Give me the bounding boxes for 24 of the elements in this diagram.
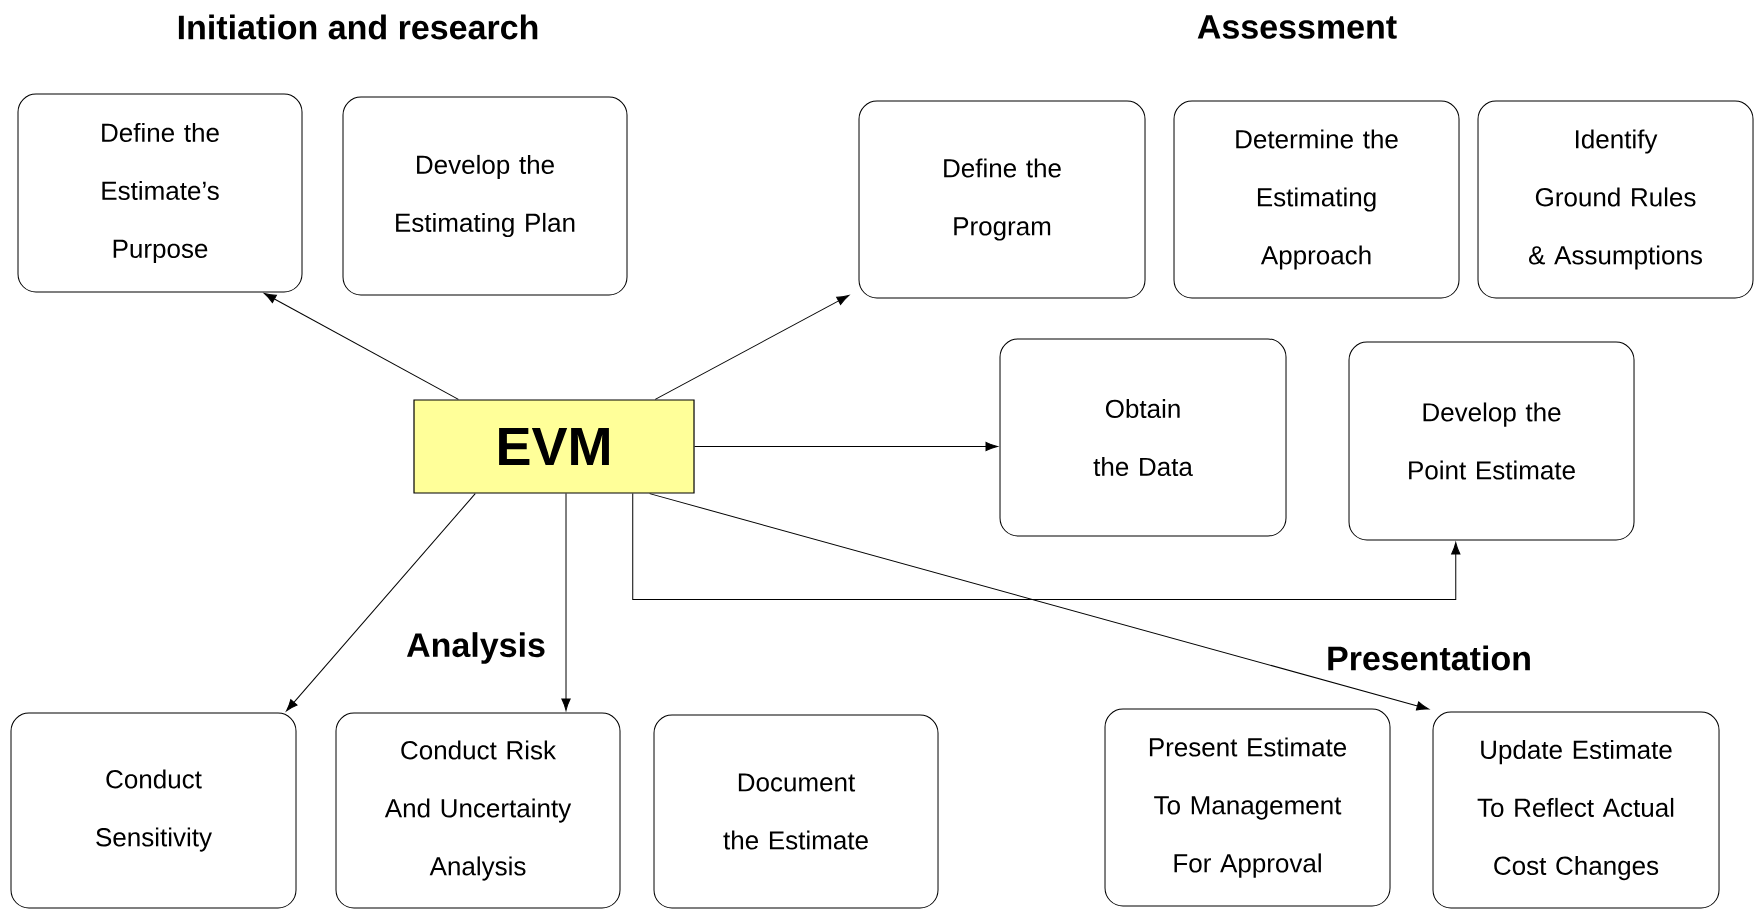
section-heading: Presentation	[1328, 645, 1530, 671]
arrow	[264, 293, 459, 400]
section-heading: Initiation and research	[178, 14, 538, 40]
process-box: Conduct Risk And Uncertainty Analysis	[335, 712, 621, 909]
process-box: Determine the Estimating Approach	[1173, 100, 1460, 299]
process-box: Define the Estimate’s Purpose	[17, 93, 303, 293]
process-box: Conduct Sensitivity	[10, 712, 297, 909]
process-box: Present Estimate To Management For Approval	[1104, 708, 1391, 907]
section-heading: Assessment	[1197, 15, 1397, 39]
arrow	[286, 493, 476, 712]
process-box: Define the Program	[858, 100, 1146, 299]
arrow	[654, 295, 850, 400]
process-box: Develop the Estimating Plan	[342, 96, 628, 296]
title-box: EVM	[413, 399, 695, 494]
process-box: Update Estimate To Reflect Actual Cost Changes	[1432, 711, 1720, 909]
arrow	[561, 493, 571, 711]
process-box: Document the Estimate	[653, 714, 939, 909]
section-heading: Analysis	[406, 632, 545, 664]
process-box: Identify Ground Rules & Assumptions	[1477, 100, 1754, 299]
arrow	[649, 493, 1429, 711]
process-box: Obtain the Data	[999, 338, 1287, 537]
arrow	[632, 493, 1461, 601]
process-box: Develop the Point Estimate	[1348, 341, 1635, 541]
arrow	[694, 441, 998, 452]
